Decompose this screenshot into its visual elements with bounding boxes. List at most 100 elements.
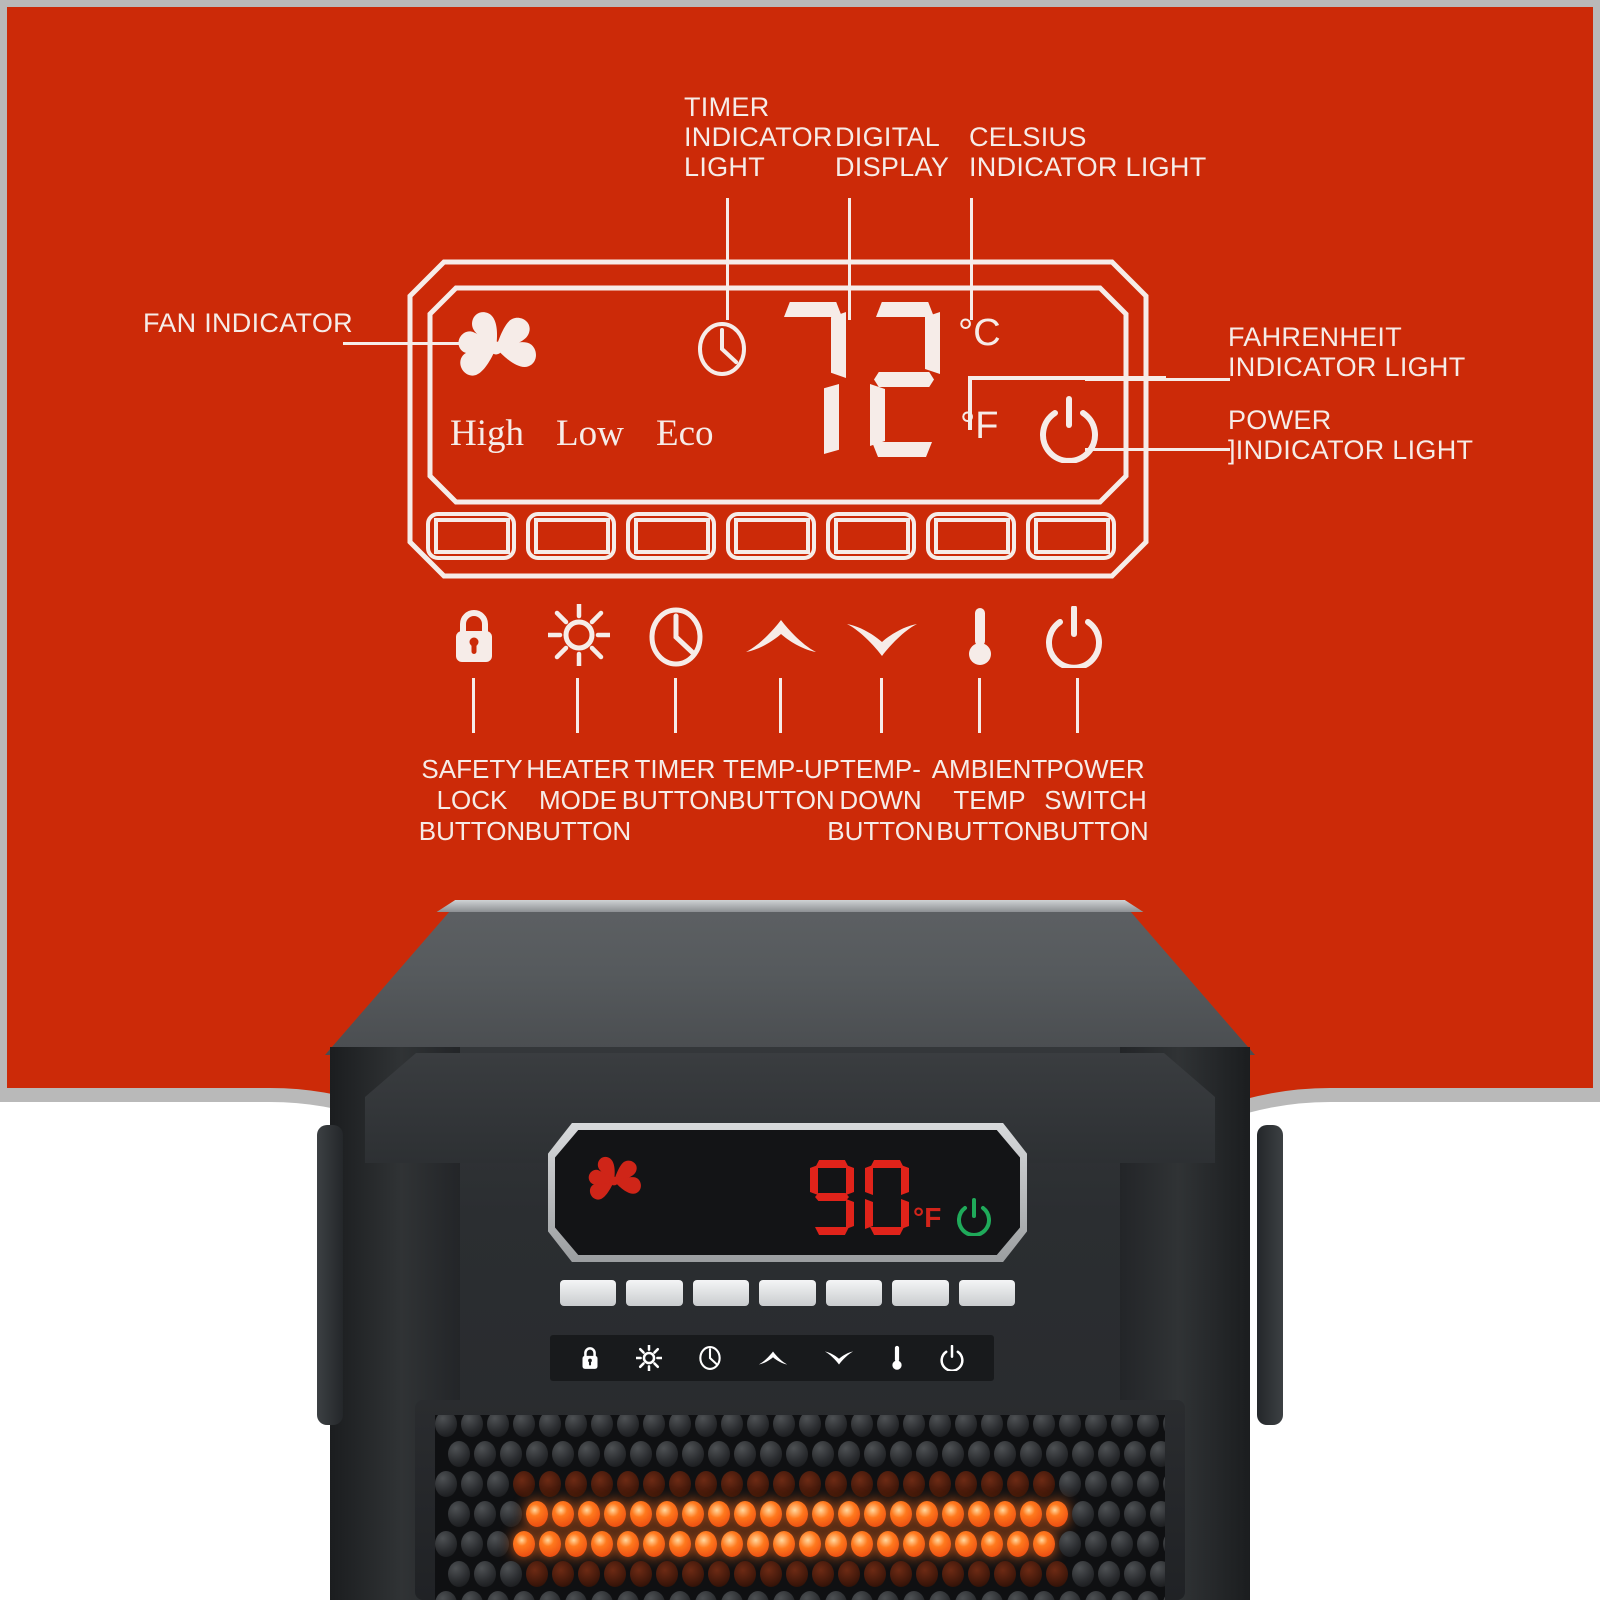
leader-line-temp-down xyxy=(880,678,883,733)
grille-cell xyxy=(604,1561,626,1587)
product-button[interactable] xyxy=(892,1280,949,1306)
grille-cell xyxy=(1163,1591,1165,1600)
product-button-row[interactable] xyxy=(560,1280,1015,1306)
heater-grille xyxy=(435,1415,1165,1600)
leader-line-timer-button xyxy=(674,678,677,733)
grille-cell xyxy=(1085,1531,1107,1557)
label-temp-up-button: TEMP-UP BUTTON xyxy=(723,754,840,815)
grille-cell xyxy=(890,1561,912,1587)
grille-cell xyxy=(617,1591,639,1600)
grille-cell xyxy=(656,1441,678,1467)
product-button[interactable] xyxy=(825,1280,883,1306)
grille-cell xyxy=(513,1591,535,1600)
grille-cell xyxy=(591,1471,613,1497)
power-icon xyxy=(1040,396,1098,463)
grille-cell xyxy=(513,1531,535,1557)
grille-cell xyxy=(773,1415,795,1437)
grille-cell xyxy=(539,1471,561,1497)
grille-cell xyxy=(461,1471,483,1497)
heater-top-cover xyxy=(325,905,1255,1055)
grille-cell xyxy=(617,1415,639,1437)
leader-line-celsius xyxy=(970,198,973,320)
grille-cell xyxy=(487,1471,509,1497)
grille-cell xyxy=(877,1415,899,1437)
product-photo-heater: °F xyxy=(255,895,1345,1600)
grille-cell xyxy=(721,1591,743,1600)
grille-cell xyxy=(669,1415,691,1437)
grille-cell xyxy=(1163,1471,1165,1497)
grille-cell xyxy=(773,1591,795,1600)
grille-cell xyxy=(903,1591,925,1600)
grille-cell xyxy=(890,1501,912,1527)
lock-icon xyxy=(456,610,492,662)
grille-cell xyxy=(643,1531,665,1557)
grille-cell xyxy=(552,1501,574,1527)
grille-cell xyxy=(916,1561,938,1587)
grille-cell xyxy=(539,1415,561,1437)
grille-cell xyxy=(578,1501,600,1527)
grille-cell xyxy=(851,1591,873,1600)
grille-cell xyxy=(474,1441,496,1467)
grille-cell xyxy=(448,1441,470,1467)
grille-cell xyxy=(1098,1501,1120,1527)
celsius-unit-label: °C xyxy=(958,312,1001,354)
grille-cell xyxy=(721,1471,743,1497)
grille-cell xyxy=(1098,1441,1120,1467)
grille-cell xyxy=(656,1501,678,1527)
product-button[interactable] xyxy=(759,1280,816,1306)
grille-cell xyxy=(1137,1591,1159,1600)
grille-cell xyxy=(968,1561,990,1587)
thermometer-icon xyxy=(969,608,991,665)
grille-cell xyxy=(1150,1441,1165,1467)
grille-cell xyxy=(747,1471,769,1497)
product-button[interactable] xyxy=(626,1280,683,1306)
grille-cell xyxy=(929,1471,951,1497)
grille-cell xyxy=(916,1441,938,1467)
grille-cell xyxy=(708,1561,730,1587)
grille-cell xyxy=(669,1471,691,1497)
grille-cell xyxy=(734,1561,756,1587)
product-button[interactable] xyxy=(958,1280,1015,1306)
clock-icon xyxy=(649,607,703,667)
grille-cell xyxy=(851,1531,873,1557)
leader-line-timer xyxy=(726,198,729,320)
grille-cell xyxy=(1007,1531,1029,1557)
grille-cell xyxy=(955,1415,977,1437)
grille-cell xyxy=(435,1415,457,1437)
grille-cell xyxy=(708,1441,730,1467)
fan-icon xyxy=(458,312,536,376)
leader-line-heater-mode xyxy=(576,678,579,733)
grille-cell xyxy=(539,1591,561,1600)
grille-cell xyxy=(760,1501,782,1527)
leader-elbow-fahrenheit xyxy=(968,376,1166,430)
grille-cell xyxy=(461,1531,483,1557)
grille-cell xyxy=(747,1531,769,1557)
grille-cell xyxy=(864,1441,886,1467)
grille-cell xyxy=(1085,1591,1107,1600)
product-unit-label: °F xyxy=(913,1202,942,1233)
chevron-down-icon xyxy=(824,1351,854,1365)
grille-cell xyxy=(1163,1415,1165,1437)
grille-cell xyxy=(942,1441,964,1467)
grille-cell xyxy=(825,1415,847,1437)
grille-cell xyxy=(929,1591,951,1600)
thermometer-icon xyxy=(892,1345,902,1370)
grille-cell xyxy=(461,1415,483,1437)
product-button[interactable] xyxy=(692,1280,750,1306)
grille-cell xyxy=(474,1561,496,1587)
leader-line-power-switch xyxy=(1076,678,1079,733)
product-button[interactable] xyxy=(560,1280,617,1306)
grille-cell xyxy=(1059,1415,1081,1437)
grille-cell xyxy=(994,1561,1016,1587)
grille-cell xyxy=(1085,1415,1107,1437)
grille-cell xyxy=(838,1441,860,1467)
grille-cell xyxy=(1059,1471,1081,1497)
grille-cell xyxy=(981,1471,1003,1497)
grille-cell xyxy=(929,1415,951,1437)
schematic-button-row xyxy=(426,512,1116,560)
grille-cell xyxy=(617,1531,639,1557)
grille-cell xyxy=(1046,1561,1068,1587)
grille-cell xyxy=(799,1531,821,1557)
product-digit-9 xyxy=(810,1160,854,1236)
grille-cell xyxy=(565,1471,587,1497)
